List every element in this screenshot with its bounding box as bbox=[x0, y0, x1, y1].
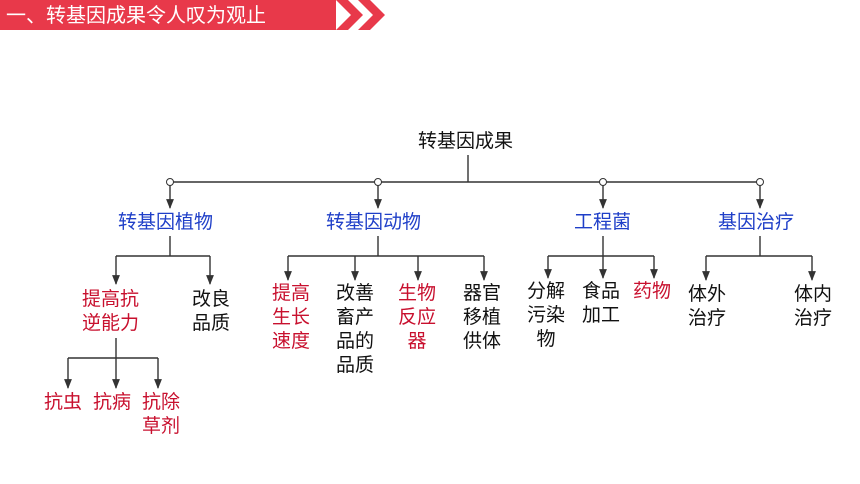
node-disease-resistance: 抗病 bbox=[93, 391, 132, 413]
node-livestock-quality: 改善 畜产 品的 品质 bbox=[336, 282, 375, 376]
chevron-arrows-icon bbox=[336, 0, 385, 30]
node-stress-resistance: 提高抗 逆能力 bbox=[82, 288, 140, 334]
node-pharmaceuticals: 药物 bbox=[633, 280, 672, 302]
node-growth-rate: 提高 生长 速度 bbox=[272, 282, 311, 352]
category-gene-therapy: 基因治疗 bbox=[718, 211, 795, 233]
node-improve-quality: 改良 品质 bbox=[192, 288, 231, 334]
node-organ-donor: 器官 移植 供体 bbox=[463, 282, 502, 352]
node-bioreactor: 生物 反应 器 bbox=[398, 282, 437, 352]
root-node: 转基因成果 bbox=[418, 130, 514, 152]
node-food-processing: 食品 加工 bbox=[582, 280, 621, 326]
node-in-vivo-therapy: 体内 治疗 bbox=[794, 283, 833, 329]
title-banner: 一、转基因成果令人叹为观止 bbox=[0, 0, 336, 30]
category-bacteria: 工程菌 bbox=[574, 211, 632, 233]
node-herbicide-resistance: 抗除 草剂 bbox=[142, 391, 181, 437]
category-plants: 转基因植物 bbox=[118, 211, 214, 233]
page-title: 一、转基因成果令人叹为观止 bbox=[6, 3, 266, 27]
node-insect-resistance: 抗虫 bbox=[44, 391, 83, 413]
node-ex-vivo-therapy: 体外 治疗 bbox=[688, 283, 727, 329]
node-pollutant-degradation: 分解 污染 物 bbox=[527, 280, 566, 350]
category-animals: 转基因动物 bbox=[326, 211, 422, 233]
